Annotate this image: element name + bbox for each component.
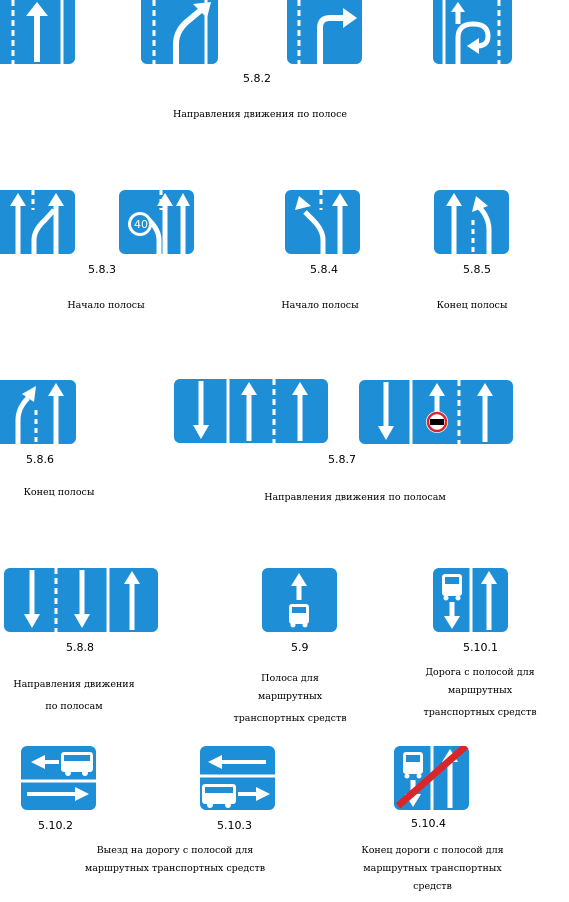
sign-code-5-9: 5.9 [291,641,309,654]
caption-lanes-direction-2: Направления движения по полосам [0,676,148,716]
sign-code-5-8-5: 5.8.5 [463,263,491,276]
caption-line: Дорога с полосой для [425,667,535,678]
caption-bus-road: Дорога с полосой для маршрутных транспор… [405,664,555,722]
caption-lane-end-2: Конец полосы [0,484,118,502]
caption-line: средств [413,881,452,892]
caption-bus-lane: Полоса для маршрутных транспортных средс… [220,670,360,728]
sign-code-5-8-4: 5.8.4 [310,263,338,276]
caption-end-road: Конец дороги с полосой для маршрутных тр… [350,842,515,896]
sign-5-10-1 [433,568,508,632]
caption-line: Конец дороги с полосой для [361,845,504,856]
caption-text: Конец полосы [436,300,508,311]
caption-line: маршрутных транспортных средств [84,863,266,874]
caption-text: Конец полосы [23,487,95,498]
caption-line: маршрутных транспортных [363,863,502,874]
caption-text: Начало полосы [67,300,145,311]
sign-5-8-6 [0,380,76,444]
sign-code-5-10-1: 5.10.1 [463,641,498,654]
caption-lane-direction: Направления движения по полосе [150,106,370,124]
caption-line: Полоса для [261,673,319,684]
sign-code-5-10-3: 5.10.3 [217,819,252,832]
sign-5-8-2-u-turn [433,0,512,64]
sign-5-8-4 [285,190,360,254]
caption-line: маршрутных [257,691,323,702]
sign-5-8-3-b [119,190,194,254]
sign-code-5-8-3: 5.8.3 [88,263,116,276]
sign-code-5-10-4: 5.10.4 [411,817,446,830]
sign-code-5-8-7: 5.8.7 [328,453,356,466]
sign-5-8-5 [434,190,509,254]
sign-5-10-2 [21,746,96,810]
speed-limit-badge: 40 [134,218,148,231]
caption-lane-start-2: Начало полосы [260,297,380,315]
caption-lane-end-1: Конец полосы [412,297,532,315]
caption-lane-start-1: Начало полосы [46,297,166,315]
caption-line: Направления движения [13,679,135,690]
sign-5-8-7-b [359,380,513,444]
caption-line: транспортных средств [423,707,537,718]
sign-5-10-4 [394,746,469,810]
caption-line: по полосам [45,701,103,712]
caption-line: транспортных средств [233,713,347,724]
sign-code-5-8-8: 5.8.8 [66,641,94,654]
sign-5-8-8 [4,568,158,632]
caption-lanes-direction-1: Направления движения по полосам [240,489,470,507]
caption-line: маршрутных [447,685,513,696]
caption-text: Начало полосы [281,300,359,311]
sign-5-8-3-a [0,190,75,254]
sign-5-8-2-right-diagonal [141,0,218,64]
caption-text: Направления движения по полосе [172,109,348,120]
caption-exit-road: Выезд на дорогу с полосой для маршрутных… [60,842,290,878]
sign-code-5-10-2: 5.10.2 [38,819,73,832]
sign-code-5-8-2: 5.8.2 [243,72,271,85]
caption-line: Выезд на дорогу с полосой для [96,845,254,856]
caption-text: Направления движения по полосам [264,492,446,503]
sign-5-8-7-a [174,379,328,443]
sign-code-5-8-6: 5.8.6 [26,453,54,466]
sign-5-8-2-right-turn [287,0,362,64]
sign-5-8-2-straight [0,0,75,64]
sign-5-9 [262,568,337,632]
sign-5-10-3 [200,746,275,810]
